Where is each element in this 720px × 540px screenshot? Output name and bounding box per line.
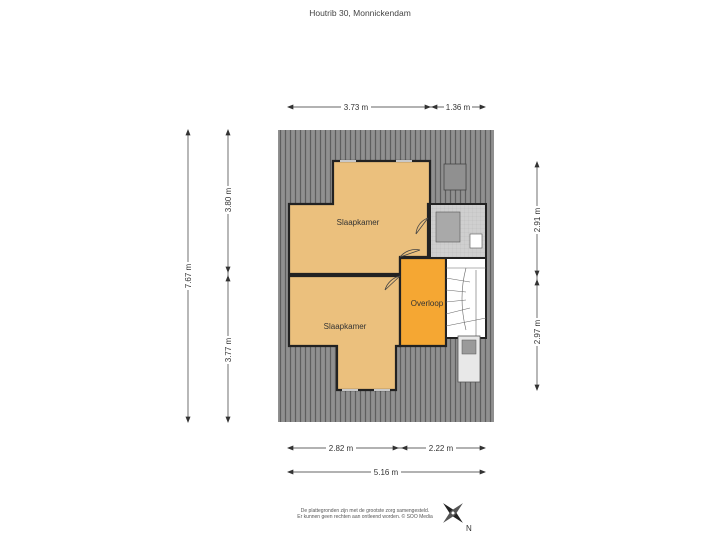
dim-bottom-total: 5.16 m [374,468,399,477]
dim-right-lower: 2.97 m [533,319,542,344]
dim-right-upper: 2.91 m [533,207,542,232]
dim-bottom-left: 2.82 m [329,444,354,453]
disclaimer: De plattegronden zijn met de grootste zo… [290,508,440,520]
dim-top-left: 3.73 m [344,103,369,112]
dimension-lines [185,104,540,475]
roof-window [443,163,467,191]
dim-top-right: 1.36 m [446,103,471,112]
stairwell [445,257,487,339]
disclaimer-line-1: De plattegronden zijn met de grootste zo… [300,508,430,514]
page-title: Houtrib 30, Monnickendam [309,8,411,18]
boiler [435,211,461,243]
dim-left-total: 7.67 m [184,263,193,288]
room-label-landing: Overloop [411,299,444,308]
room-label-bedroom-top: Slaapkamer [337,218,380,227]
stairs [445,267,487,336]
dim-left-upper: 3.80 m [224,187,233,212]
dim-left-lower: 3.77 m [224,337,233,362]
washbasin [469,233,483,249]
compass-north-label: N [466,524,472,533]
compass-icon [443,503,463,523]
dormer-windows [340,160,412,391]
doors [384,217,429,291]
dim-bottom-right: 2.22 m [429,444,454,453]
room-label-bedroom-bottom: Slaapkamer [324,322,367,331]
disclaimer-line-2: Er kunnen geen rechten aan ontleend word… [297,514,433,520]
